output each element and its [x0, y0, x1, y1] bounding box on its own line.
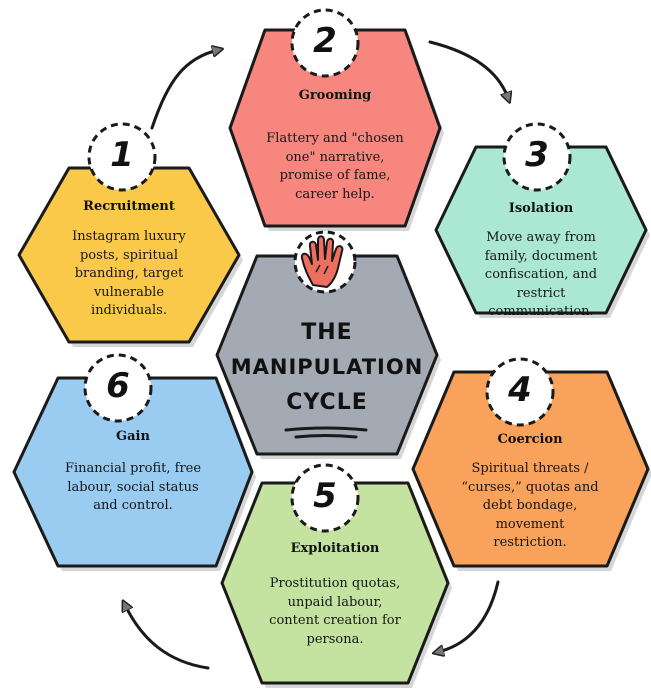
hexagon-center — [215, 254, 439, 456]
step-body-recruitment: Instagram luxury posts, spiritual brandi… — [72, 229, 186, 318]
hexagon-grooming — [228, 28, 442, 228]
hexagon-isolation — [434, 145, 648, 315]
arrow-4-to-5 — [438, 580, 500, 652]
number-badge-2 — [290, 8, 360, 78]
step-body-exploitation: Prostitution quotas, unpaid labour, cont… — [269, 576, 401, 647]
hexagon-gain — [12, 376, 254, 568]
title-underline — [284, 426, 368, 439]
hexagon-coercion — [411, 370, 650, 568]
step-title-coercion: Coercion — [497, 432, 563, 447]
step-number-3: 3 — [525, 135, 549, 175]
hand-icon — [293, 230, 357, 294]
step-body-coercion: Spiritual threats / “curses,” quotas and… — [461, 461, 599, 550]
step-title-recruitment: Recruitment — [83, 199, 175, 214]
step-number-1: 1 — [110, 135, 134, 175]
center-title-line2: MANIPULATION — [230, 355, 424, 379]
number-badge-5 — [290, 463, 360, 533]
step-body-isolation: Move away from family, document confisca… — [484, 230, 598, 319]
step-body-gain: Financial profit, free labour, social st… — [64, 461, 202, 513]
center-title-line3: CYCLE — [286, 390, 368, 415]
number-badge-1 — [87, 122, 157, 192]
step-title-isolation: Isolation — [508, 201, 574, 216]
step-number-2: 2 — [313, 21, 337, 61]
number-badge-6 — [83, 353, 153, 423]
arrow-5-to-6 — [125, 605, 210, 670]
step-number-6: 6 — [106, 366, 130, 406]
arrow-2-to-3 — [428, 40, 508, 98]
number-badge-4 — [485, 357, 555, 427]
hexagon-exploitation — [220, 481, 450, 685]
step-number-5: 5 — [313, 476, 337, 516]
step-body-grooming: Flattery and "chosen one" narrative, pro… — [266, 131, 404, 202]
center-title-line1: THE — [301, 320, 353, 345]
step-number-4: 4 — [508, 370, 532, 410]
arrow-1-to-2 — [150, 50, 218, 130]
number-badge-3 — [502, 122, 572, 192]
hexagon-recruitment — [17, 166, 241, 344]
step-title-grooming: Grooming — [298, 88, 372, 103]
step-title-exploitation: Exploitation — [290, 541, 380, 556]
step-title-gain: Gain — [116, 429, 150, 444]
